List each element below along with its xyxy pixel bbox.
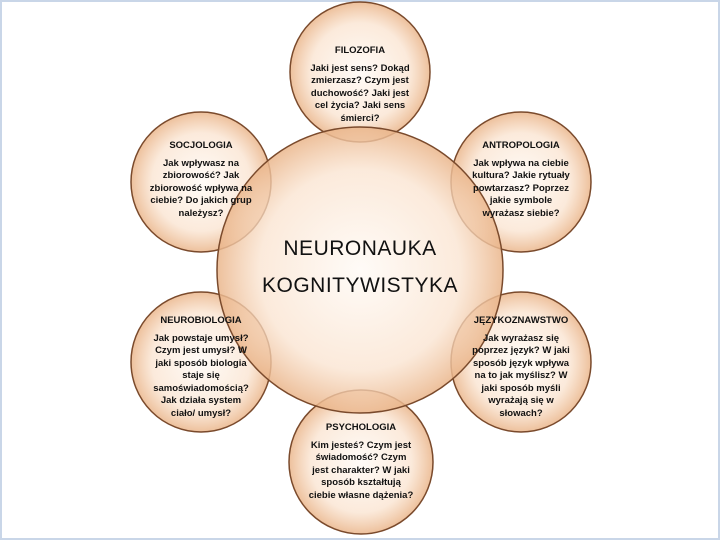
node-text: Jak wpływasz na zbiorowość? Jak zbiorowo… — [149, 157, 253, 219]
node-title: NEUROBIOLOGIA — [160, 315, 242, 326]
node-text: Kim jesteś? Czym jest świadomość? Czym j… — [308, 439, 414, 501]
node-antropologia: ANTROPOLOGIA Jak wpływa na ciebie kultur… — [468, 140, 574, 220]
node-psychologia: PSYCHOLOGIA Kim jesteś? Czym jest świado… — [308, 422, 414, 502]
node-title: ANTROPOLOGIA — [482, 140, 560, 151]
node-socjologia: SOCJOLOGIA Jak wpływasz na zbiorowość? J… — [146, 140, 256, 220]
node-text: Jak powstaje umysł? Czym jest umysł? W j… — [153, 332, 249, 419]
center-label: NEURONAUKA KOGNITYWISTYKA — [230, 230, 490, 304]
center-line2: KOGNITYWISTYKA — [261, 274, 459, 297]
node-filozofia: FILOZOFIA Jaki jest sens? Dokąd zmierzas… — [305, 45, 415, 125]
node-title: PSYCHOLOGIA — [325, 422, 397, 433]
node-title: SOCJOLOGIA — [169, 140, 233, 151]
node-jezykoznawstwo: JĘZYKOZNAWSTWO Jak wyrażasz się poprzez … — [470, 315, 572, 420]
node-text: Jak wyrażasz się poprzez język? W jaki s… — [472, 332, 570, 419]
circle-center — [216, 126, 504, 414]
node-neurobiologia: NEUROBIOLOGIA Jak powstaje umysł? Czym j… — [148, 315, 254, 420]
node-title: FILOZOFIA — [334, 45, 386, 56]
center-line1: NEURONAUKA — [283, 237, 437, 260]
node-text: Jak wpływa na ciebie kultura? Jakie rytu… — [472, 157, 570, 219]
node-title: JĘZYKOZNAWSTWO — [473, 315, 569, 326]
node-text: Jaki jest sens? Dokąd zmierzasz? Czym je… — [310, 62, 410, 124]
